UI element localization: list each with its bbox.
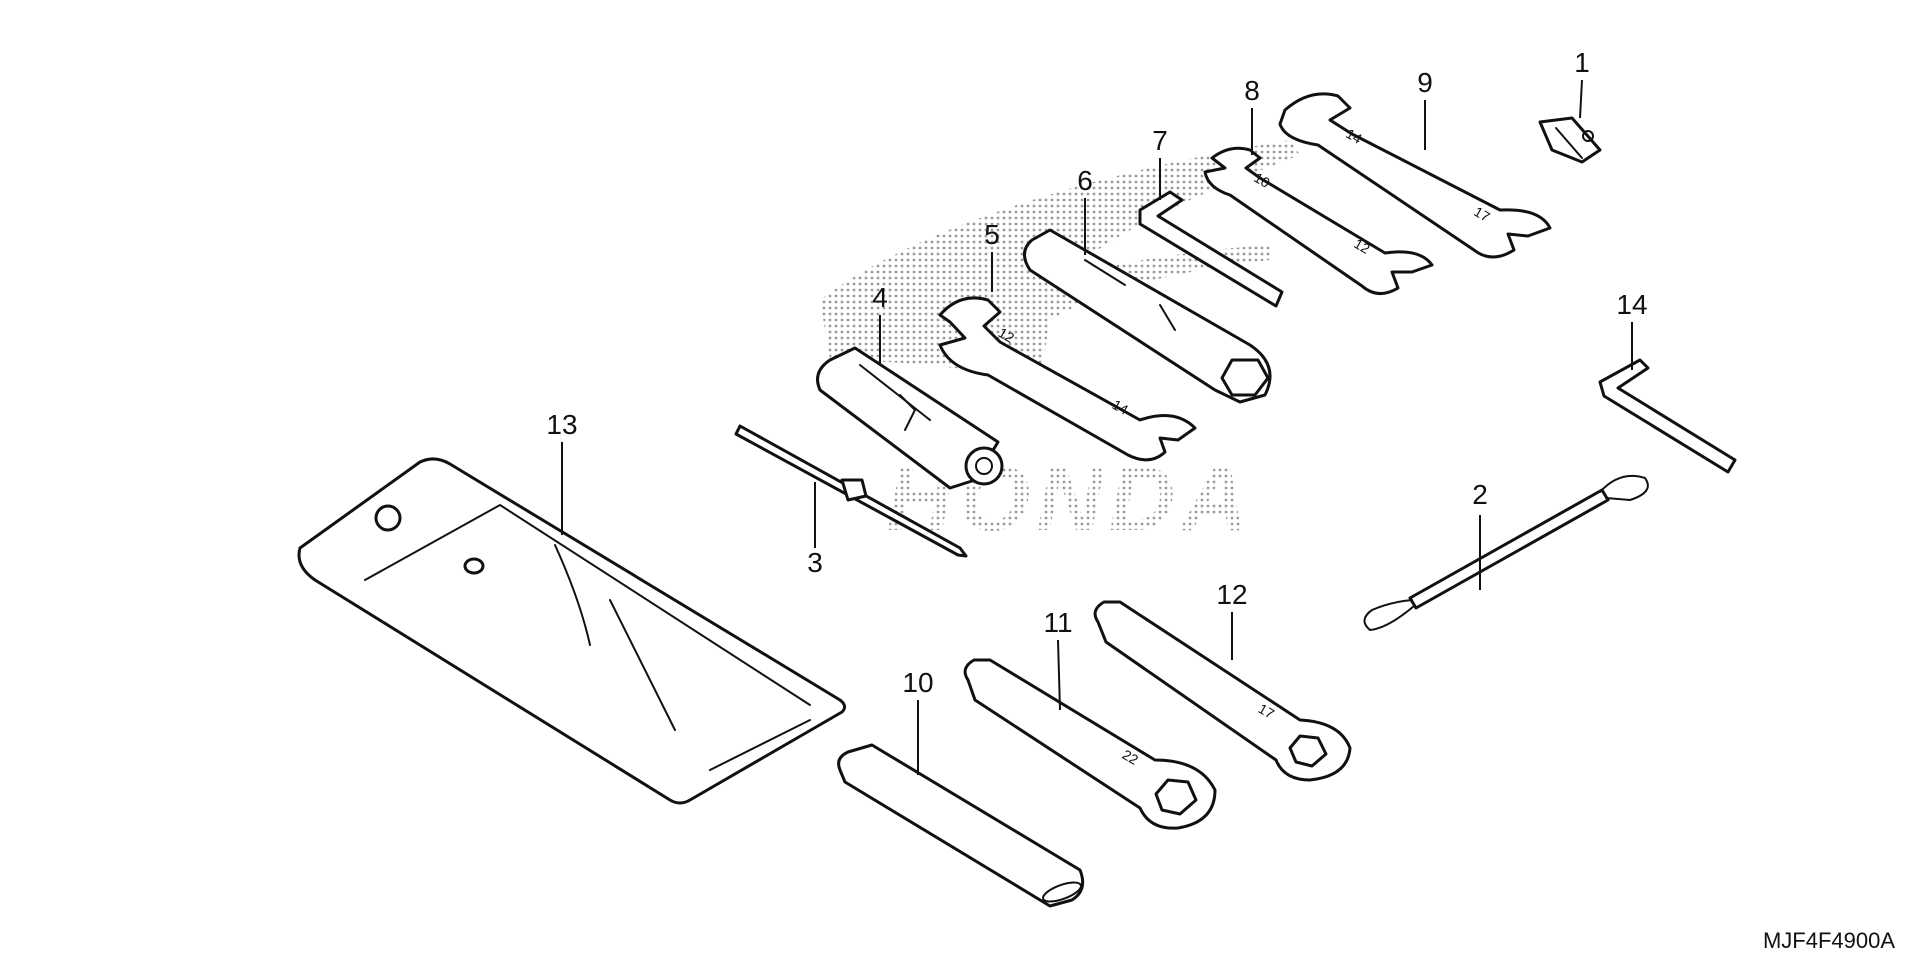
wrench-12-stamp: 17 bbox=[1256, 700, 1278, 722]
open-end-wrench-12x14: 12 14 bbox=[938, 296, 1197, 462]
tool-clip bbox=[1538, 116, 1602, 164]
wrench-11-stamp: 22 bbox=[1120, 746, 1142, 768]
wrench-8-stamp-b: 12 bbox=[1351, 235, 1373, 257]
callout-1: 1 bbox=[1574, 47, 1590, 78]
leader-lines bbox=[561, 79, 1633, 775]
callout-10: 10 bbox=[902, 667, 933, 698]
diagram-code: MJF4F4900A bbox=[1763, 928, 1895, 953]
callout-11: 11 bbox=[1043, 607, 1072, 638]
wrench-5-stamp-b: 14 bbox=[1110, 396, 1132, 418]
wrench-9-stamp-a: 14 bbox=[1343, 125, 1365, 147]
wrench-5-stamp-a: 12 bbox=[996, 324, 1018, 346]
callout-2: 2 bbox=[1472, 479, 1488, 510]
callout-6: 6 bbox=[1077, 165, 1093, 196]
callout-8: 8 bbox=[1244, 75, 1260, 106]
callout-12: 12 bbox=[1216, 579, 1247, 610]
callout-3: 3 bbox=[807, 547, 823, 578]
wrench-9-stamp-b: 17 bbox=[1471, 203, 1493, 225]
callout-5: 5 bbox=[984, 219, 1000, 250]
screwdriver bbox=[734, 424, 968, 558]
hex-key-large bbox=[1138, 190, 1284, 308]
callout-13: 13 bbox=[546, 409, 577, 440]
callout-7: 7 bbox=[1152, 125, 1168, 156]
tool-bag bbox=[297, 457, 847, 805]
callout-9: 9 bbox=[1417, 67, 1433, 98]
helmet-holder-cable bbox=[1363, 474, 1649, 632]
callout-labels: 1 2 3 4 5 6 7 8 9 10 11 12 13 14 bbox=[546, 47, 1647, 698]
hex-key-small bbox=[1598, 358, 1737, 474]
box-wrench-22: 22 bbox=[963, 658, 1217, 830]
box-wrench-17: 17 bbox=[1093, 600, 1352, 782]
wrench-8-stamp-a: 10 bbox=[1251, 169, 1273, 191]
callout-14: 14 bbox=[1616, 289, 1647, 320]
handle-extension bbox=[837, 743, 1085, 908]
spark-plug-wrench bbox=[1023, 228, 1272, 404]
open-end-wrench-10x12: 10 12 bbox=[1203, 146, 1434, 295]
socket-wrench-handle bbox=[816, 346, 1004, 490]
callout-4: 4 bbox=[872, 282, 888, 313]
open-end-wrench-14x17: 14 17 bbox=[1278, 92, 1552, 259]
